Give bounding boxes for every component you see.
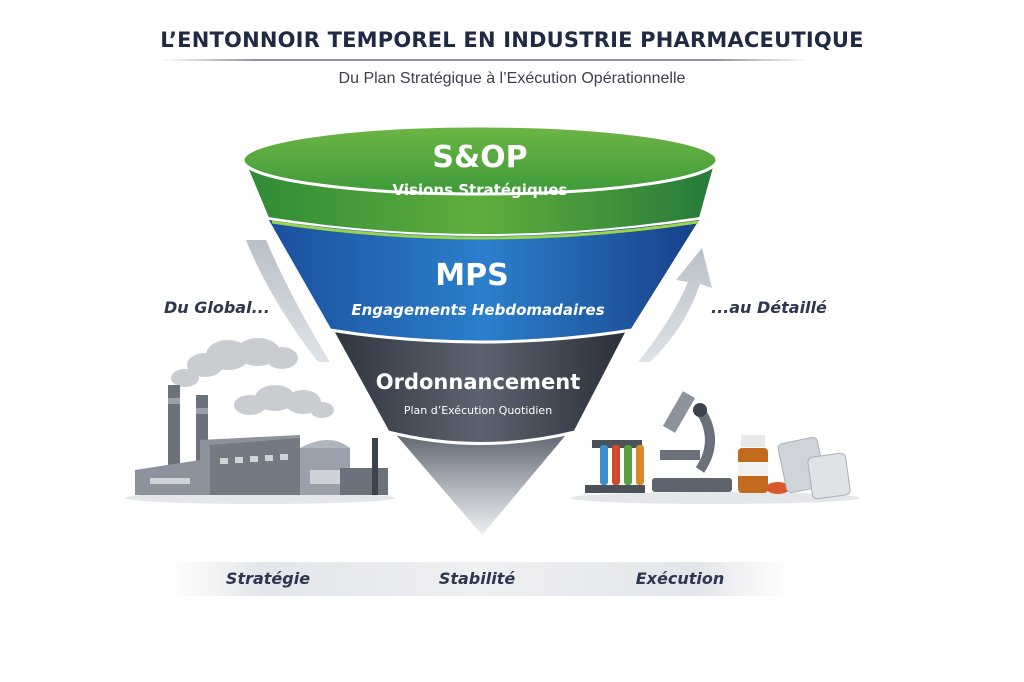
bottom-axis-band [170, 562, 790, 596]
sop-title: S&OP [432, 140, 528, 175]
mps-title: MPS [435, 258, 509, 293]
page-subtitle: Du Plan Stratégique à l’Exécution Opérat… [338, 70, 686, 87]
axis-label-execution: Exécution [635, 569, 725, 588]
ordonnancement-subtitle: Plan d’Exécution Quotidien [403, 404, 553, 417]
funnel-top-rim [241, 124, 719, 196]
ordonnancement-title: Ordonnancement [375, 370, 581, 394]
sop-band-highlight [271, 220, 699, 240]
left-side-label: Du Global... [164, 298, 270, 317]
laboratory-icon [570, 391, 860, 504]
axis-label-stabilite: Stabilité [438, 569, 516, 588]
page-title: L’ENTONNOIR TEMPOREL EN INDUSTRIE PHARMA… [160, 28, 864, 52]
title-divider [160, 59, 810, 61]
arrow-down-left-icon [246, 240, 330, 362]
factory-icon [125, 338, 395, 504]
axis-label-strategie: Stratégie [225, 569, 311, 588]
sop-subtitle: Visions Stratégiques [392, 181, 568, 199]
right-side-label: ...au Détaillé [711, 298, 827, 317]
funnel-tip [392, 430, 570, 535]
mps-subtitle: Engagements Hebdomadaires [351, 301, 605, 319]
arrow-up-right-icon [638, 248, 712, 362]
